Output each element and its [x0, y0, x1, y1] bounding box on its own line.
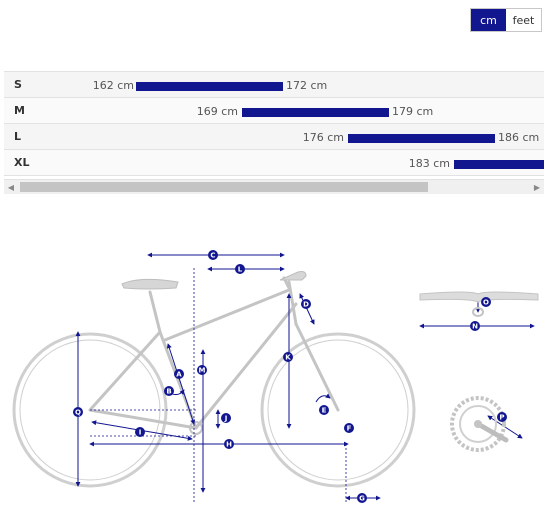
- size-label: M: [14, 104, 25, 117]
- scroll-left-icon[interactable]: ◀: [7, 182, 15, 192]
- front-wheel: [260, 332, 416, 488]
- range-max: 179 cm: [392, 105, 434, 118]
- dim-label-a: A: [176, 371, 182, 379]
- dim-label-k: K: [285, 354, 291, 362]
- size-row-xl: XL 183 cm: [4, 150, 544, 176]
- dim-label-b: B: [166, 388, 171, 396]
- dimension-markers: [73, 250, 507, 503]
- size-row-m: M 169 cm 179 cm: [4, 98, 544, 124]
- horizontal-scrollbar[interactable]: ◀ ▶: [4, 179, 544, 194]
- range-bar: [348, 134, 495, 143]
- size-label: S: [14, 78, 22, 91]
- scroll-right-icon[interactable]: ▶: [533, 182, 541, 192]
- range-min: 162 cm: [92, 79, 134, 92]
- range-bar: [242, 108, 389, 117]
- chainring-detail: [450, 396, 509, 452]
- range-max: 172 cm: [286, 79, 328, 92]
- size-label: XL: [14, 156, 30, 169]
- dim-label-d: D: [303, 301, 309, 309]
- range-max: 186 cm: [498, 131, 540, 144]
- dim-label-c: C: [210, 252, 215, 260]
- handlebar-top-view: [419, 291, 539, 303]
- dim-label-j: J: [224, 415, 228, 423]
- dim-label-m: M: [199, 367, 206, 375]
- saddle: [121, 278, 179, 290]
- size-range-table: S 162 cm 172 cm M 169 cm 179 cm L 176 cm…: [4, 71, 544, 180]
- unit-cm-button[interactable]: cm: [471, 9, 506, 31]
- dim-label-l: L: [238, 266, 243, 274]
- range-bar: [454, 160, 544, 169]
- size-row-l: L 176 cm 186 cm: [4, 124, 544, 150]
- range-min: 169 cm: [196, 105, 238, 118]
- range-bar: [136, 82, 283, 91]
- dim-label-g: G: [359, 495, 365, 503]
- range-min: 183 cm: [408, 157, 450, 170]
- size-row-s: S 162 cm 172 cm: [4, 72, 544, 98]
- bike-frame: [88, 276, 340, 430]
- dim-label-q: Q: [75, 409, 81, 417]
- unit-feet-button[interactable]: feet: [506, 9, 541, 31]
- range-min: 176 cm: [302, 131, 344, 144]
- handlebar-stem: [279, 271, 307, 281]
- bike-geometry-diagram: C L D K M A B Q I J H E F G O N P: [12, 250, 539, 504]
- dim-label-h: H: [226, 441, 232, 449]
- dim-label-o: O: [483, 299, 489, 307]
- dim-label-n: N: [472, 323, 478, 331]
- dim-label-f: F: [347, 425, 352, 433]
- size-label: L: [14, 130, 22, 143]
- dim-label-p: P: [499, 414, 504, 422]
- scroll-thumb[interactable]: [20, 182, 428, 192]
- dim-label-e: E: [322, 407, 327, 415]
- unit-toggle: cm feet: [470, 8, 542, 32]
- dim-label-i: I: [139, 429, 142, 437]
